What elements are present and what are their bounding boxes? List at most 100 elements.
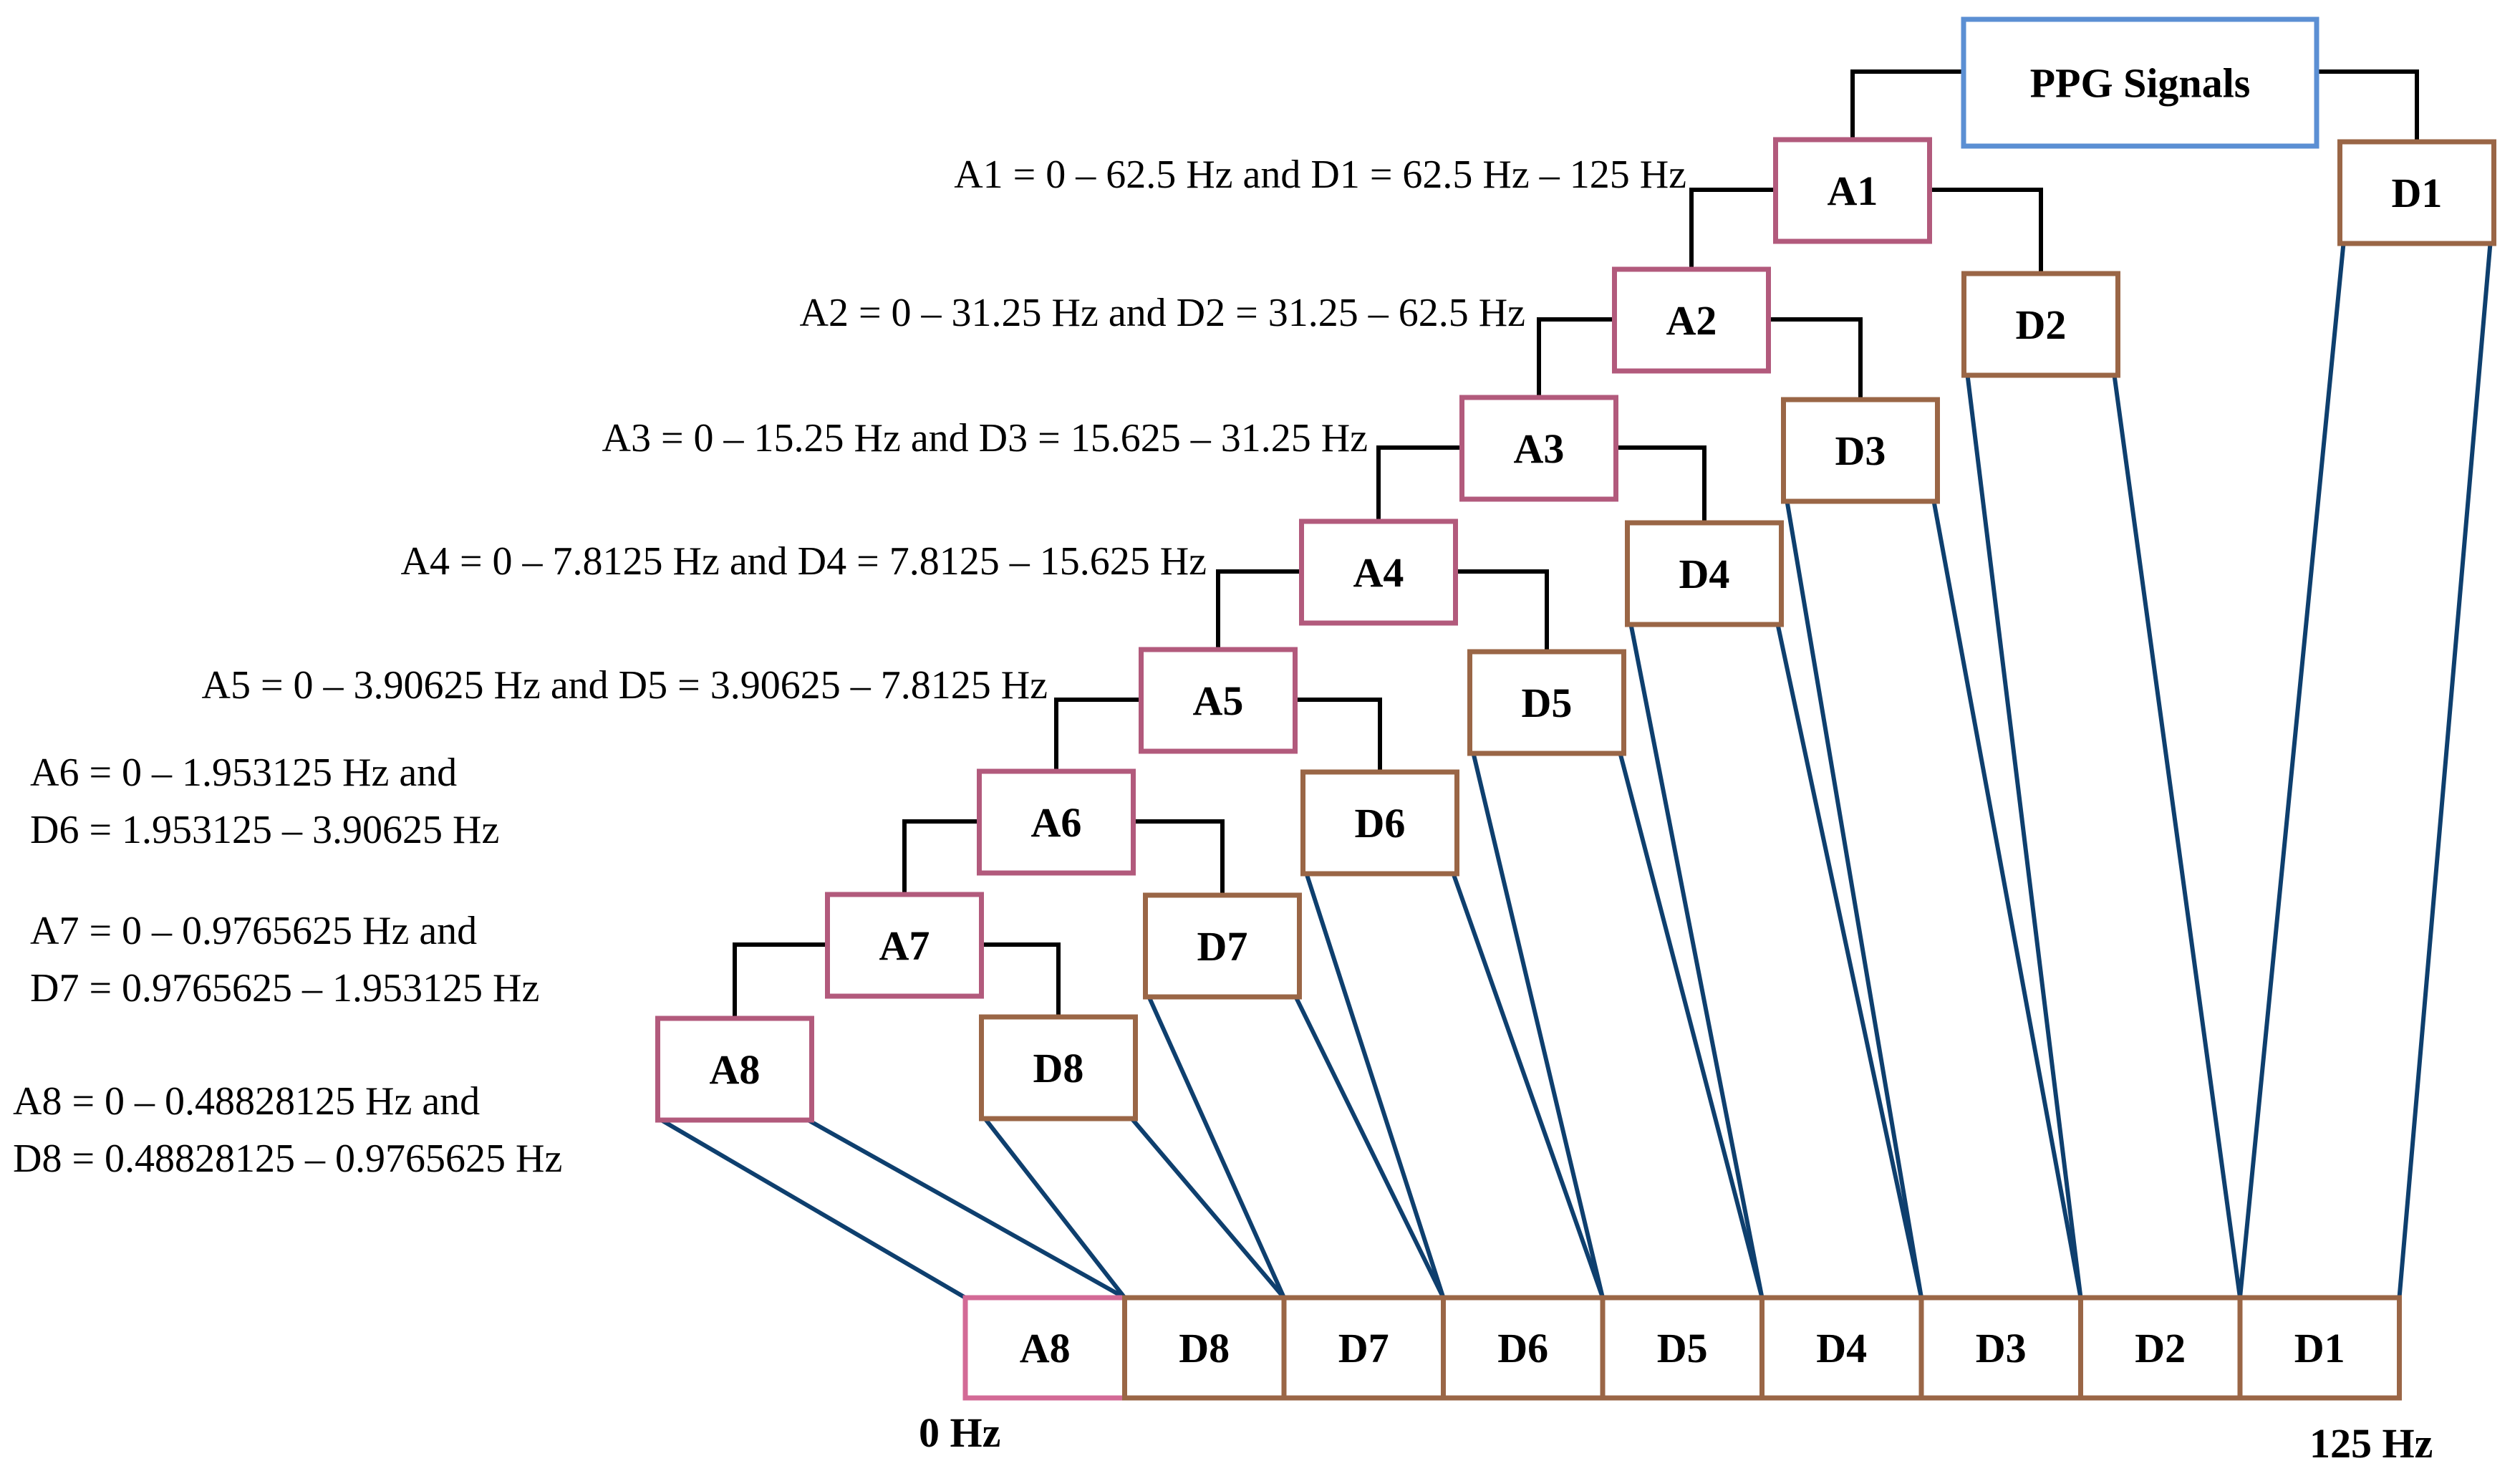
band-d8: D8 [1122, 1295, 1287, 1401]
band-d6: D6 [1441, 1295, 1606, 1401]
map-d4-right [1775, 624, 1923, 1298]
node-a5: A5 [1139, 647, 1298, 754]
node-d7: D7 [1143, 892, 1302, 1000]
band-a8-label: A8 [1020, 1325, 1071, 1371]
band-d2: D2 [2078, 1295, 2243, 1401]
map-d6-right [1451, 873, 1605, 1298]
map-d7-right [1293, 995, 1446, 1299]
map-d2-right [2112, 375, 2242, 1298]
axis-start-label: 0 Hz [919, 1409, 1000, 1456]
root-node-label: PPG Signals [2030, 60, 2251, 107]
node-d8-label: D8 [1033, 1045, 1084, 1091]
map-d2-left [1965, 375, 2083, 1298]
band-d1-label: D1 [2294, 1325, 2345, 1371]
range-annotation-level-2: A2 = 0 – 31.25 Hz and D2 = 31.25 – 62.5 … [800, 291, 1526, 335]
node-d1-label: D1 [2392, 170, 2443, 216]
node-a4: A4 [1299, 518, 1458, 626]
range-line: D8 = 0.48828125 – 0.9765625 Hz [13, 1137, 562, 1181]
map-d4-left [1628, 624, 1765, 1298]
node-a6-label: A6 [1031, 799, 1082, 846]
node-d2: D2 [1961, 271, 2120, 378]
map-d5-left [1471, 753, 1605, 1298]
band-d7-label: D7 [1338, 1325, 1389, 1371]
band-d8-label: D8 [1179, 1325, 1230, 1371]
range-line: A3 = 0 – 15.25 Hz and D3 = 15.625 – 31.2… [602, 416, 1368, 460]
node-d8: D8 [979, 1014, 1138, 1122]
node-a3-label: A3 [1514, 425, 1565, 472]
map-d8-left [983, 1117, 1126, 1299]
root-node: PPG Signals [1961, 16, 2319, 149]
connector-level-1-left [1689, 188, 1776, 269]
connector-level-5-right [1295, 698, 1382, 772]
range-line: D7 = 0.9765625 – 1.953125 Hz [30, 966, 539, 1010]
node-a7-label: A7 [879, 922, 930, 969]
connector-level-6-left [902, 819, 980, 894]
connector-level-1-right [1929, 188, 2043, 274]
connector-level-4-left [1216, 569, 1302, 650]
range-line: A6 = 0 – 1.953125 Hz and [30, 751, 457, 795]
range-line: A1 = 0 – 62.5 Hz and D1 = 62.5 Hz – 125 … [954, 153, 1686, 197]
node-a8: A8 [655, 1016, 814, 1123]
connector-level-7-left [733, 942, 828, 1018]
node-d5-label: D5 [1522, 680, 1573, 726]
range-annotation-level-1: A1 = 0 – 62.5 Hz and D1 = 62.5 Hz – 125 … [954, 153, 1686, 197]
connector-root-right [2317, 69, 2419, 142]
connector-level-6-right [1133, 819, 1225, 895]
node-d5: D5 [1467, 649, 1626, 756]
range-line: A8 = 0 – 0.48828125 Hz and [13, 1079, 480, 1124]
node-d2-label: D2 [2016, 302, 2067, 348]
band-d3-label: D3 [1976, 1325, 2027, 1371]
map-a8-left [660, 1118, 967, 1300]
node-a5-label: A5 [1193, 677, 1244, 724]
node-d1: D1 [2337, 139, 2496, 246]
band-d2-label: D2 [2135, 1325, 2186, 1371]
band-d5: D5 [1600, 1295, 1765, 1401]
node-d7-label: D7 [1197, 923, 1248, 970]
node-d6: D6 [1300, 769, 1459, 877]
connector-level-3-right [1616, 445, 1706, 523]
node-a2-label: A2 [1666, 297, 1717, 344]
connector-level-4-right [1455, 569, 1549, 652]
node-d3-label: D3 [1835, 428, 1886, 474]
connector-level-2-left [1537, 317, 1615, 397]
range-annotations: A1 = 0 – 62.5 Hz and D1 = 62.5 Hz – 125 … [13, 153, 1686, 1181]
map-d3-left [1785, 501, 1923, 1298]
range-annotation-level-5: A5 = 0 – 3.90625 Hz and D5 = 3.90625 – 7… [202, 663, 1048, 708]
range-line: A2 = 0 – 31.25 Hz and D2 = 31.25 – 62.5 … [800, 291, 1526, 335]
map-d5-right [1618, 753, 1765, 1298]
range-annotation-level-4: A4 = 0 – 7.8125 Hz and D4 = 7.8125 – 15.… [401, 539, 1207, 584]
range-line: A7 = 0 – 0.9765625 Hz and [30, 909, 477, 953]
map-d1-left [2238, 243, 2346, 1298]
node-a1: A1 [1773, 137, 1932, 244]
range-line: A4 = 0 – 7.8125 Hz and D4 = 7.8125 – 15.… [401, 539, 1207, 584]
node-d4: D4 [1625, 520, 1784, 627]
node-d6-label: D6 [1355, 800, 1406, 846]
range-line: D6 = 1.953125 – 3.90625 Hz [30, 808, 499, 852]
connector-level-3-left [1376, 445, 1462, 521]
band-d4-label: D4 [1816, 1325, 1867, 1371]
node-a2: A2 [1612, 266, 1771, 374]
node-a4-label: A4 [1353, 549, 1404, 596]
connector-level-5-left [1054, 698, 1141, 771]
mapping-lines [660, 243, 2493, 1300]
range-annotation-level-8: A8 = 0 – 0.48828125 Hz and D8 = 0.4882812… [13, 1079, 562, 1181]
band-a8: A8 [962, 1295, 1127, 1401]
node-d3: D3 [1781, 397, 1940, 504]
map-d3-right [1931, 501, 2083, 1298]
range-annotation-level-3: A3 = 0 – 15.25 Hz and D3 = 15.625 – 31.2… [602, 416, 1368, 460]
connector-root-left [1850, 69, 1964, 140]
node-a1-label: A1 [1828, 168, 1878, 214]
band-d7: D7 [1281, 1295, 1446, 1401]
map-d8-right [1130, 1117, 1286, 1299]
band-d4: D4 [1759, 1295, 1924, 1401]
range-annotation-level-7: A7 = 0 – 0.9765625 Hz and D7 = 0.9765625 … [30, 909, 539, 1010]
band-d5-label: D5 [1657, 1325, 1708, 1371]
range-annotation-level-6: A6 = 0 – 1.953125 Hz and D6 = 1.953125 – … [30, 751, 499, 852]
tree-connectors [733, 69, 2419, 1018]
map-a8-right [807, 1118, 1126, 1300]
axis-end-label: 125 Hz [2309, 1420, 2433, 1467]
node-a3: A3 [1459, 395, 1618, 502]
node-d4-label: D4 [1679, 551, 1730, 597]
